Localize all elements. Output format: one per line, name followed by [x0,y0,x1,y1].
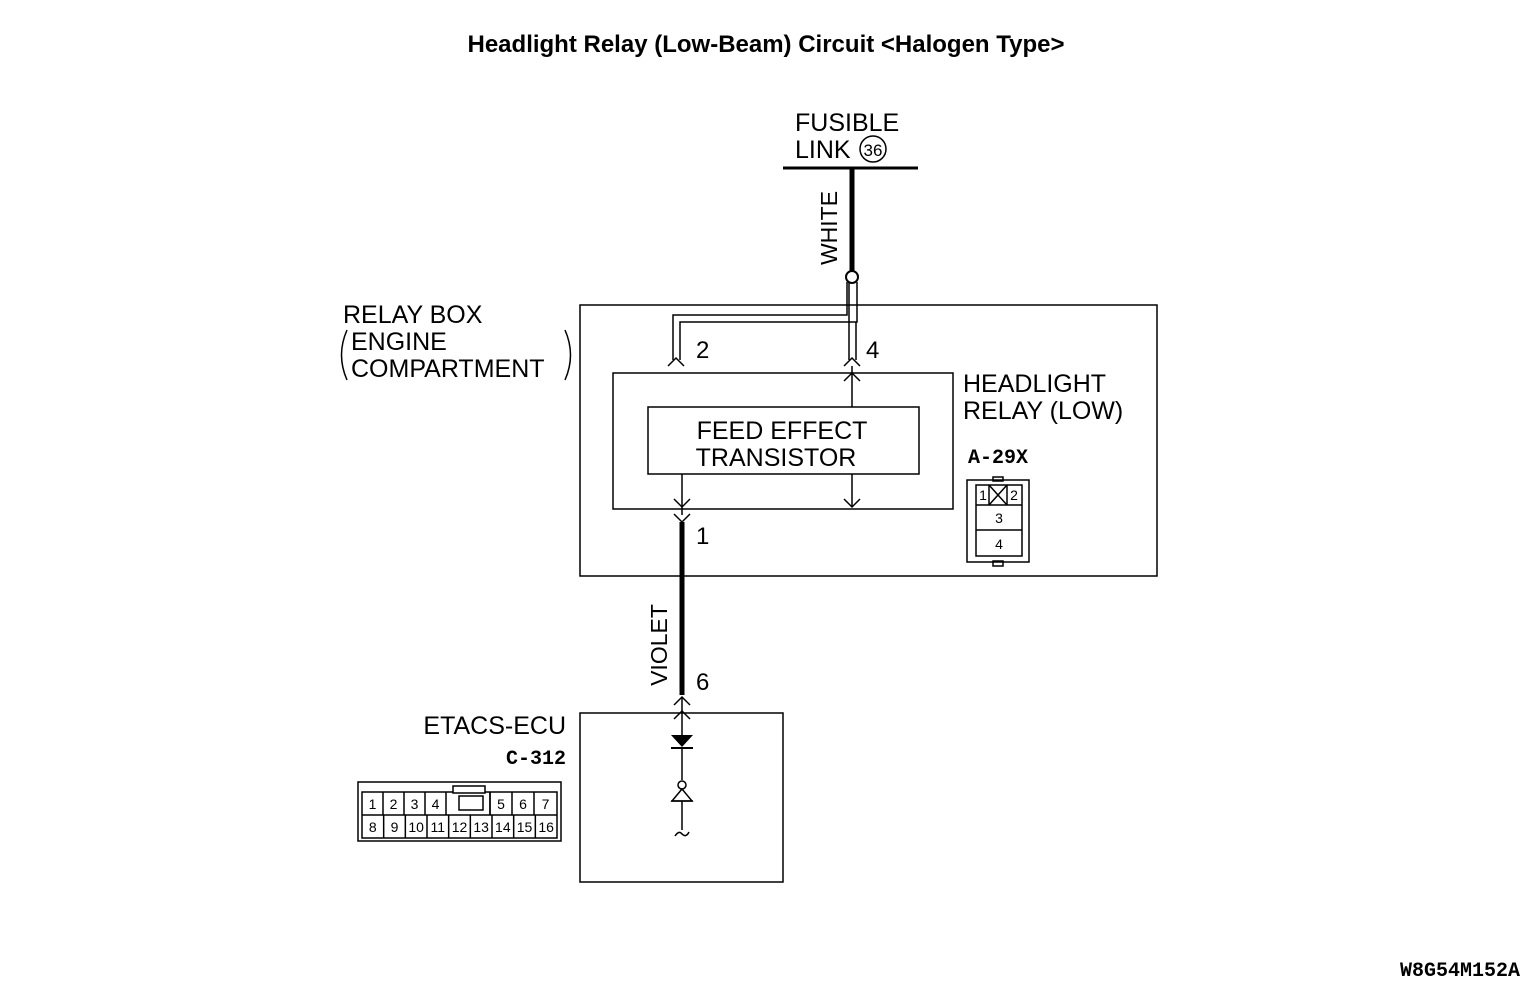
etacs-connector-pin-13: 13 [473,819,489,835]
relay-box-label: RELAY BOX ENGINE COMPARTMENT [340,301,572,383]
relay-box-outline [579,304,1158,577]
etacs-ecu-outline [579,712,784,883]
fet-label-line2: TRANSISTOR [696,444,857,472]
etacs-connector-pin-15: 15 [517,819,533,835]
headlight-relay-outline [612,372,954,510]
pin-2-label: 2 [696,337,709,364]
relay-box-label-line2: ENGINE [351,328,447,356]
relay-connector-pin-1: 1 [979,487,987,503]
fet-block [647,406,920,475]
etacs-ecu-name: ETACS-ECU [423,712,566,740]
relay-box-label-line3: COMPARTMENT [351,355,545,383]
continuation-mark [674,831,690,837]
etacs-connector-pin-9: 9 [391,819,399,835]
diagram-title: Headlight Relay (Low-Beam) Circuit <Halo… [468,31,1065,58]
diode-icon [671,735,693,747]
figure-code: W8G54M152A [1400,960,1520,983]
pin1-connector-symbol [673,513,691,524]
fusible-link-label-line1: FUSIBLE [795,109,899,137]
relay-connector-pin-3: 3 [995,510,1003,526]
fusible-link-label-line2: LINK [795,136,851,164]
pin4-connector-symbol [843,356,861,367]
wire-to-pin2-outer [672,282,848,360]
relay-box-label-line1: RELAY BOX [343,301,483,329]
etacs-connector-pin-11: 11 [431,819,446,835]
buffer-icon [670,787,694,802]
relay-connector-code: A-29X [968,447,1028,470]
relay-connector-pin-4: 4 [995,536,1003,552]
etacs-connector-pin-1: 1 [369,796,377,812]
ground-arrow [843,498,861,509]
fet-outputs [673,474,861,524]
etacs-connector-pin-10: 10 [408,819,424,835]
splice-point [845,270,859,284]
etacs-connector-pin-2: 2 [390,796,398,812]
etacs-connector-pin-6: 6 [519,796,527,812]
etacs-connector-pin-5: 5 [497,796,505,812]
left-paren [340,329,348,381]
relay-connector-pin-2: 2 [1010,487,1018,503]
fusible-link-number-circle [859,135,887,163]
fusible-link: FUSIBLE LINK 36 [783,109,918,170]
etacs-ecu-connector-code: C-312 [506,748,566,771]
wire-to-pin2-inner [679,282,858,360]
etacs-connector-pin-8: 8 [369,819,377,835]
pin-4-label: 4 [866,337,879,364]
white-wire-label: WHITE [816,191,842,265]
right-paren [564,329,572,381]
relay-internal-wiring [667,282,861,407]
etacs-connector-pin-3: 3 [411,796,419,812]
relay-connector-face [966,476,1030,567]
etacs-connector-pin-16: 16 [538,819,554,835]
fusible-link-number: 36 [864,141,883,160]
pin2-connector-symbol [667,356,685,367]
headlight-relay-label-line2: RELAY (LOW) [963,397,1123,425]
pin-1-label: 1 [696,523,709,550]
etacs-connector-pin-7: 7 [542,796,550,812]
pin1-arrow [673,498,691,509]
pin-6-label: 6 [696,669,709,696]
ecu-input-circuit [670,735,694,837]
etacs-connector-pin-4: 4 [432,796,440,812]
fet-label-line1: FEED EFFECT [697,417,868,445]
violet-wire-label: VIOLET [646,604,672,686]
etacs-connector-pin-14: 14 [495,819,511,835]
pin6-connector-symbol [673,695,691,735]
headlight-relay-label-line1: HEADLIGHT [963,370,1106,398]
etacs-connector-pin-12: 12 [452,819,468,835]
